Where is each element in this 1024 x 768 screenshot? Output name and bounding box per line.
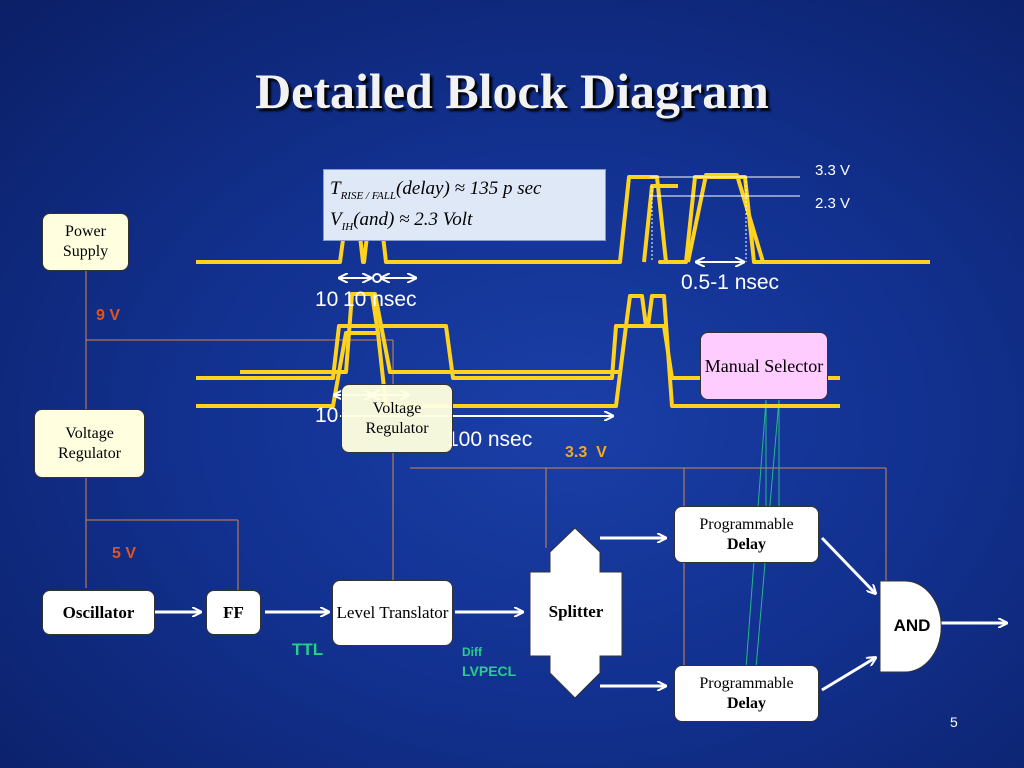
page-number: 5 xyxy=(950,714,958,730)
manual-selector-block: Manual Selector xyxy=(700,332,828,400)
label-3v3-supply: 3.3 V xyxy=(565,444,607,461)
label-9v: 9 V xyxy=(96,307,121,324)
signal-arrows xyxy=(155,538,1006,692)
label-width-100-nsec: 100 nsec xyxy=(447,428,533,451)
label-width-10-nsec: 10 nsec xyxy=(343,288,417,311)
and-gate-label: AND xyxy=(893,616,931,635)
programmable-delay-bottom-block: Programmable Delay xyxy=(674,665,819,722)
voltage-regulator-mid-block: Voltage Regulator xyxy=(341,384,453,453)
formula-rise-fall-line: TRISE / FALL(delay) ≈ 135 p sec xyxy=(330,174,599,205)
label-width-10-lower: 10 xyxy=(315,404,339,427)
prog-delay-top-line2: Delay xyxy=(726,535,767,553)
formula-t-rest: (delay) ≈ 135 p sec xyxy=(396,178,542,199)
label-3v3-level: 3.3 V xyxy=(815,162,851,179)
label-width-05-1-nsec: 0.5-1 nsec xyxy=(681,271,780,294)
prog-delay-bottom-line2: Delay xyxy=(726,694,767,712)
formula-v-subscript: IH xyxy=(341,220,354,233)
label-diff: Diff xyxy=(462,645,482,659)
power-supply-block: Power Supply xyxy=(42,213,129,271)
label-2v3-level: 2.3 V xyxy=(815,195,851,212)
oscillator-block: Oscillator xyxy=(42,590,155,635)
and-gate-shape xyxy=(879,580,942,673)
label-5v: 5 V xyxy=(112,545,137,562)
formula-v-rest: (and) ≈ 2.3 Volt xyxy=(353,208,473,230)
delay-formula-box: TRISE / FALL(delay) ≈ 135 p sec VIH(and)… xyxy=(323,169,606,241)
label-lvpecl: LVPECL xyxy=(462,663,517,679)
splitter-shape xyxy=(529,527,623,699)
splitter-label: Splitter xyxy=(548,602,604,621)
ff-block: FF xyxy=(206,590,261,635)
formula-t-symbol: T xyxy=(330,178,341,199)
waveform-lower xyxy=(196,292,840,408)
formula-v-symbol: V xyxy=(330,208,342,230)
voltage-regulator-left-block: Voltage Regulator xyxy=(34,409,145,478)
supply-wiring xyxy=(85,270,887,665)
formula-vih-line: VIH(and) ≈ 2.3 Volt xyxy=(330,205,599,236)
level-translator-block: Level Translator xyxy=(332,580,453,646)
formula-t-subscript: RISE / FALL xyxy=(340,189,396,202)
prog-delay-top-line1: Programmable xyxy=(699,515,794,533)
programmable-delay-top-block: Programmable Delay xyxy=(674,506,819,563)
label-ttl: TTL xyxy=(292,640,324,659)
label-width-10-a: 10 xyxy=(315,288,339,311)
prog-delay-bottom-line1: Programmable xyxy=(699,674,794,692)
slide-title: Detailed Block Diagram xyxy=(255,63,769,119)
waveform-upper-guides xyxy=(650,176,800,262)
